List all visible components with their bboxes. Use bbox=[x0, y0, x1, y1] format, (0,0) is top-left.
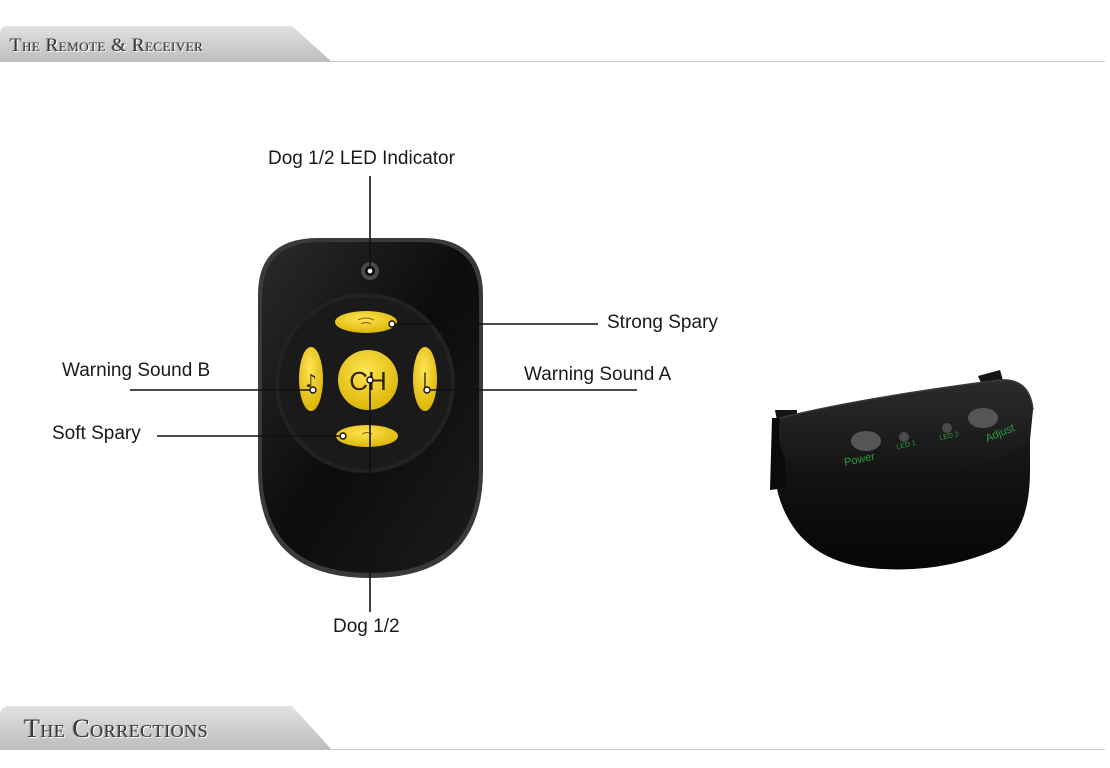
led-2-label: LED 2 bbox=[939, 431, 960, 442]
callout-dog-select: Dog 1/2 bbox=[333, 616, 400, 637]
callout-strong-spray: Strong Spary bbox=[607, 312, 718, 333]
music-note-icon: ♪ bbox=[305, 371, 317, 392]
section-header-corrections: The Corrections bbox=[0, 706, 340, 750]
callout-warning-sound-a: Warning Sound A bbox=[524, 364, 672, 385]
led-1-icon bbox=[899, 432, 909, 442]
warning-sound-b-button[interactable]: ♪ bbox=[299, 347, 323, 411]
power-button[interactable] bbox=[851, 431, 881, 451]
callout-led-indicator: Dog 1/2 LED Indicator bbox=[268, 148, 455, 169]
receiver-unit: Power LED 1 LED 2 Adjust bbox=[770, 370, 1034, 570]
section-title: The Remote & Receiver bbox=[10, 35, 204, 56]
adjust-button[interactable] bbox=[968, 408, 998, 428]
warning-sound-a-button[interactable]: | bbox=[413, 347, 437, 411]
led-2-icon bbox=[942, 423, 952, 433]
section-tab-shape bbox=[0, 26, 332, 62]
callout-warning-sound-b: Warning Sound B bbox=[62, 360, 211, 381]
tone-icon: | bbox=[423, 370, 428, 390]
callout-dots bbox=[309, 267, 431, 440]
section-divider bbox=[330, 749, 1105, 750]
section-divider bbox=[330, 61, 1105, 62]
soft-spray-button[interactable] bbox=[336, 425, 398, 447]
callout-soft-spray: Soft Spary bbox=[52, 423, 141, 444]
strong-spray-button[interactable] bbox=[335, 311, 397, 333]
section-tab-shape bbox=[0, 706, 332, 750]
section-header-remote-receiver: The Remote & Receiver bbox=[0, 26, 340, 62]
led-1-label: LED 1 bbox=[896, 440, 917, 451]
callout-leaders bbox=[130, 176, 637, 612]
section-title: The Corrections bbox=[24, 714, 209, 743]
